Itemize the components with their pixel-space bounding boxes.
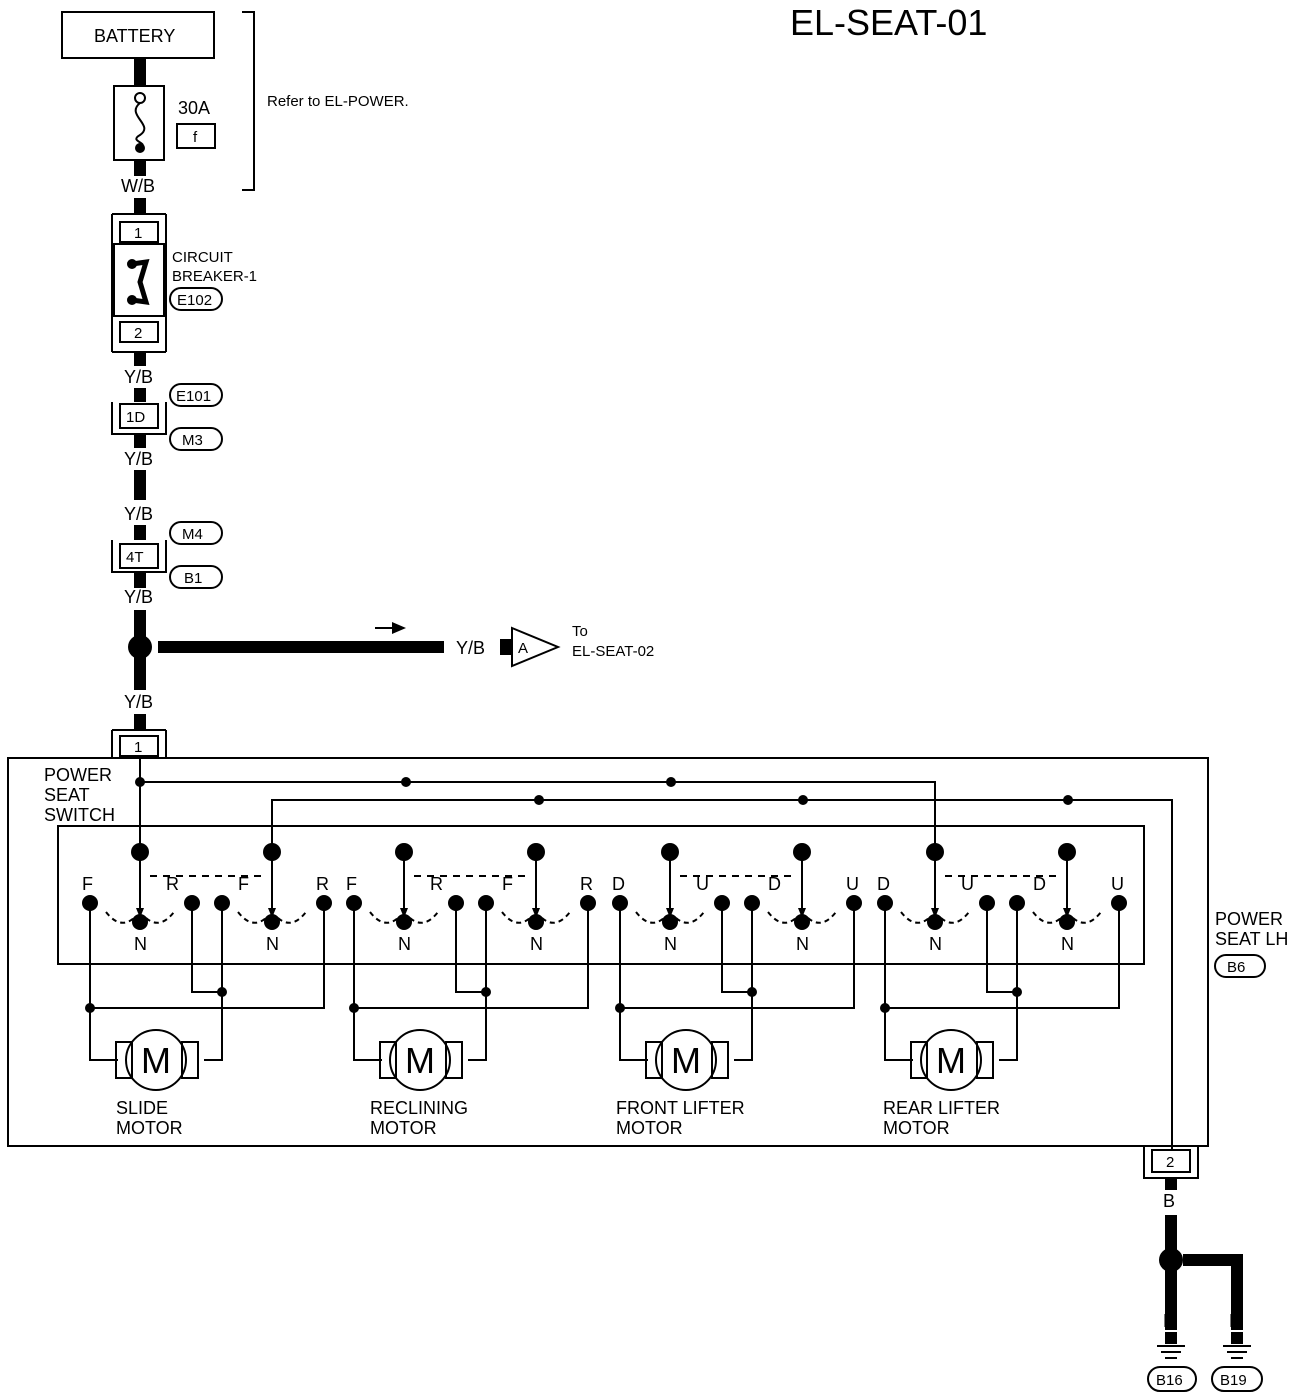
refer-note: Refer to EL-POWER. <box>267 93 409 110</box>
switch-position-label: D <box>877 874 890 894</box>
cb-connector: E102 <box>177 292 212 309</box>
switch-position-label: R <box>580 874 593 894</box>
switch-position-label: R <box>316 874 329 894</box>
wire-label-yb-5: Y/B <box>124 692 153 712</box>
connector-b1: B1 <box>184 570 202 587</box>
fuse: 30A f <box>113 85 216 161</box>
motor-icon: M <box>645 1029 729 1091</box>
ground-b19: B19 <box>1220 1372 1247 1389</box>
ground-b16: B16 <box>1156 1372 1183 1389</box>
neutral-label: N <box>1061 934 1074 954</box>
switch-position-label: F <box>238 874 249 894</box>
switch-position-label: U <box>1111 874 1124 894</box>
motor-name-line2: MOTOR <box>370 1118 437 1138</box>
connector-4t-label: 4T <box>126 549 144 566</box>
ground-icon <box>1157 1345 1185 1359</box>
switch-position-label: R <box>166 874 179 894</box>
switch-position-label: F <box>502 874 513 894</box>
motor-name-line2: MOTOR <box>116 1118 183 1138</box>
junction-dot <box>128 635 152 659</box>
wire-label-yb-branch: Y/B <box>456 638 485 658</box>
cb-label-line2: BREAKER-1 <box>172 268 257 285</box>
motor-symbol: M <box>671 1040 701 1081</box>
neutral-label: N <box>134 934 147 954</box>
switch-position-label: U <box>696 874 709 894</box>
motor-symbol: M <box>141 1040 171 1081</box>
seat-connector: B6 <box>1227 959 1245 976</box>
wire-label-b-3: B <box>1229 1311 1241 1331</box>
cb-pin-2: 2 <box>134 325 142 342</box>
switch-label-line3: SWITCH <box>44 805 115 825</box>
motor-name-line1: REAR LIFTER <box>883 1098 1000 1118</box>
wire-label-yb-1: Y/B <box>124 367 153 387</box>
offpage-target: EL-SEAT-02 <box>572 643 654 660</box>
switch-label-line2: SEAT <box>44 785 90 805</box>
cb-pin-1: 1 <box>134 225 142 242</box>
wire-label-wb: W/B <box>121 176 155 196</box>
offpage-letter: A <box>518 640 528 657</box>
motor-name-line1: SLIDE <box>116 1098 168 1118</box>
switch-position-label: D <box>1033 874 1046 894</box>
wire-label-yb-4: Y/B <box>124 587 153 607</box>
motor-name-line1: FRONT LIFTER <box>616 1098 745 1118</box>
connector-4t: 4T M4 B1 <box>111 521 223 589</box>
offpage-to: To <box>572 623 588 640</box>
motor-icon: M <box>115 1029 199 1091</box>
seat-label-line2: SEAT LH <box>1215 929 1288 949</box>
motor-icon: M <box>910 1029 994 1091</box>
diagram-title: EL-SEAT-01 <box>790 2 987 43</box>
connector-m4: M4 <box>182 526 203 543</box>
motor-icon: M <box>379 1029 463 1091</box>
switch-position-label: U <box>846 874 859 894</box>
fuse-id: f <box>193 129 198 146</box>
circuit-breaker: 1 2 CIRCUIT BREAKER-1 E102 <box>111 213 257 353</box>
wire-label-yb-2: Y/B <box>124 449 153 469</box>
connector-1d: 1D E101 M3 <box>111 383 223 451</box>
switch-position-label: R <box>430 874 443 894</box>
motor-name-line2: MOTOR <box>883 1118 950 1138</box>
power-seat-switch-box <box>57 825 1145 965</box>
neutral-label: N <box>530 934 543 954</box>
neutral-label: N <box>398 934 411 954</box>
wire-label-yb-3: Y/B <box>124 504 153 524</box>
motor-symbol: M <box>405 1040 435 1081</box>
power-seat-lh-box <box>7 757 1209 1147</box>
neutral-label: N <box>664 934 677 954</box>
connector-1d-label: 1D <box>126 409 145 426</box>
wire-label-b-2: B <box>1163 1311 1175 1331</box>
switch-label-line1: POWER <box>44 765 112 785</box>
neutral-label: N <box>266 934 279 954</box>
switch-position-label: F <box>346 874 357 894</box>
switch-position-label: D <box>768 874 781 894</box>
fuse-rating: 30A <box>178 98 210 118</box>
connector-e101: E101 <box>176 388 211 405</box>
switch-position-label: D <box>612 874 625 894</box>
direction-arrow-icon <box>375 622 406 634</box>
seat-label-line1: POWER <box>1215 909 1283 929</box>
seat-pin-1: 1 <box>134 739 142 756</box>
ground-icon <box>1223 1345 1251 1359</box>
cb-label-line1: CIRCUIT <box>172 249 233 266</box>
wire-label-b-1: B <box>1163 1191 1175 1211</box>
neutral-label: N <box>929 934 942 954</box>
reference-bracket <box>242 11 255 191</box>
switch-position-label: U <box>961 874 974 894</box>
motor-name-line1: RECLINING <box>370 1098 468 1118</box>
connector-m3: M3 <box>182 432 203 449</box>
seat-pin-2: 2 <box>1166 1154 1174 1171</box>
motor-symbol: M <box>936 1040 966 1081</box>
battery-label: BATTERY <box>94 26 175 46</box>
offpage-connector-a: A <box>511 626 561 668</box>
neutral-label: N <box>796 934 809 954</box>
battery: BATTERY <box>61 11 215 59</box>
motor-name-line2: MOTOR <box>616 1118 683 1138</box>
switch-position-label: F <box>82 874 93 894</box>
